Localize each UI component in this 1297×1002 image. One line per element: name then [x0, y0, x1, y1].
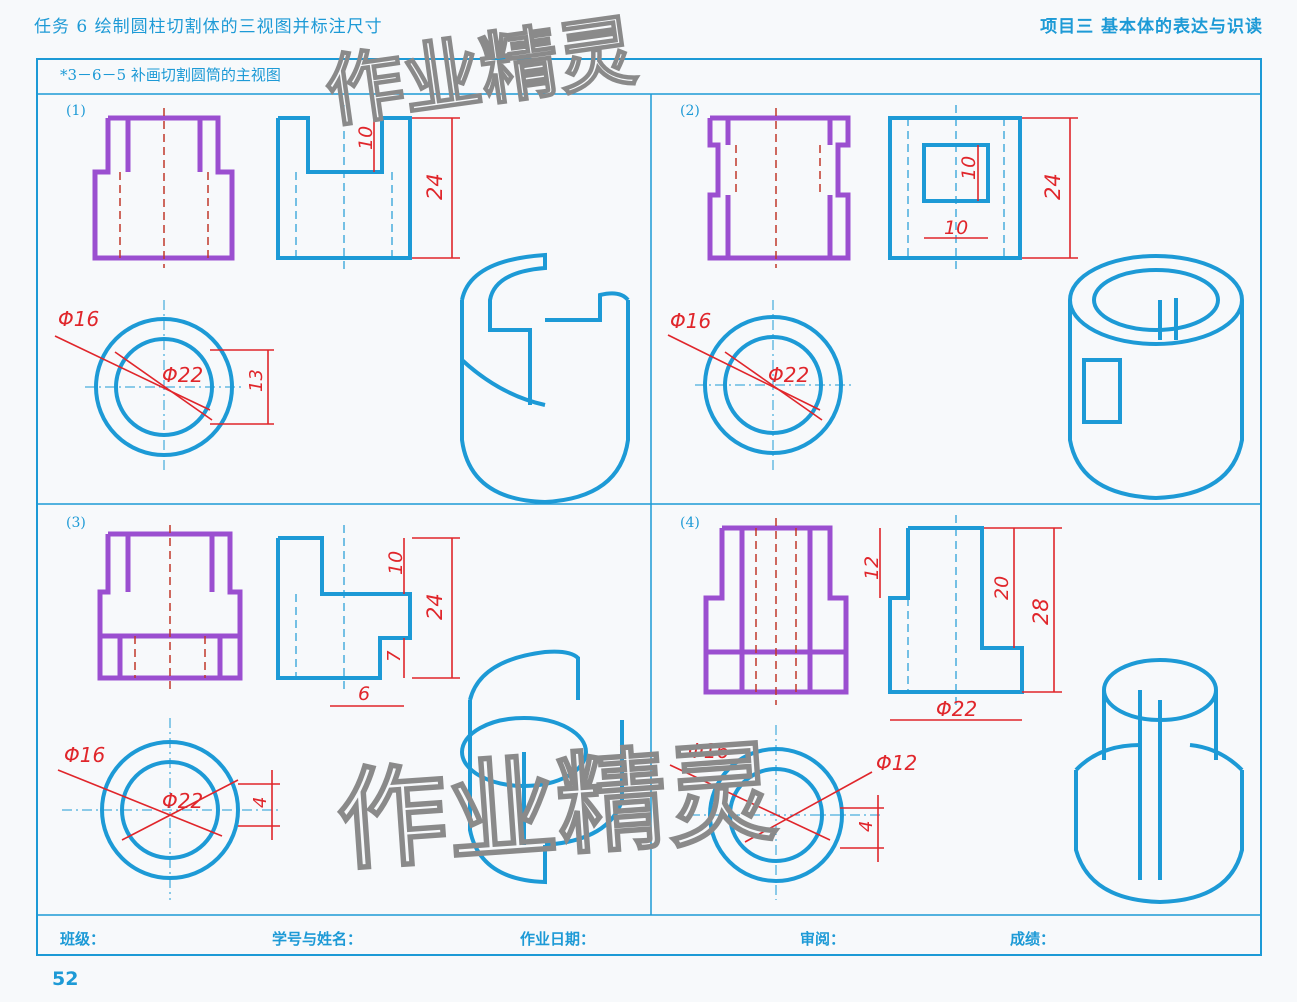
panel-4-label: (4): [680, 515, 700, 531]
exercise-title: *3－6－5 补画切割圆筒的主视图: [60, 66, 281, 84]
header-project-title: 项目三 基本体的表达与识读: [1040, 17, 1263, 37]
panel-3-drawing: 10 24 7 6 Φ16 Φ22 4: [57, 525, 624, 900]
footer-class-field: 班级：: [60, 930, 106, 948]
panel-2-label: (2): [680, 103, 700, 119]
panel-4-dim-4: 4: [856, 821, 877, 832]
panel-2-phi22: Φ22: [768, 363, 809, 387]
panel-1-phi22: Φ22: [162, 363, 203, 387]
panel-3-isometric: [460, 649, 624, 885]
panel-2-dim-win-height: 10: [958, 156, 980, 180]
panel-3-dim-6: 6: [358, 683, 370, 705]
panel-1-phi16: Φ16: [58, 307, 99, 331]
panel-1-label: (1): [66, 103, 86, 119]
panel-3-label: (3): [66, 515, 86, 531]
panel-3-dim-24: 24: [423, 593, 447, 620]
panel-3-dim-4: 4: [250, 797, 271, 808]
panel-3-dim-10: 10: [385, 551, 407, 575]
panel-1-dim-13: 13: [246, 369, 267, 392]
page-number: 52: [52, 968, 79, 990]
panel-4-phi16: Φ16: [688, 739, 729, 763]
footer-score-field: 成绩：: [1010, 930, 1056, 948]
footer-date-field: 作业日期：: [520, 930, 596, 948]
panel-3-side-view: [276, 536, 412, 680]
panel-4-phi22-side: Φ22: [936, 697, 977, 721]
panel-2-isometric: [1068, 254, 1244, 501]
panel-grid: [38, 93, 1260, 916]
panel-3-phi22: Φ22: [162, 789, 203, 813]
panel-1-dim-24: 24: [423, 173, 447, 200]
panel-1-dim-10: 10: [355, 126, 377, 150]
panel-1-drawing: 10 24 Φ16 Φ22 13: [54, 105, 630, 505]
panel-1-isometric: [460, 252, 630, 505]
panel-3-dim-7: 7: [384, 650, 405, 662]
panel-4-isometric: [1074, 658, 1244, 905]
panel-4-phi12: Φ12: [876, 751, 917, 775]
panel-2-dim-win-width: 10: [944, 217, 968, 239]
panel-4-dim-20: 20: [991, 576, 1013, 600]
footer-student-field: 学号与姓名：: [272, 930, 363, 948]
panel-4-dim-28: 28: [1029, 598, 1053, 625]
watermark-top: 作业精灵: [320, 6, 642, 139]
panel-4-drawing: 12 20 28 Φ22 Φ16 Φ12 4: [669, 515, 1244, 905]
worksheet-frame: [36, 58, 1262, 956]
panel-4-dim-12: 12: [861, 556, 883, 580]
panel-2-front-view: [707, 115, 851, 261]
panel-2-phi16: Φ16: [670, 309, 711, 333]
watermark-bottom: 作业精灵: [333, 728, 781, 886]
panel-1-front-view: [92, 115, 235, 261]
panel-2-drawing: 10 10 24 Φ16 Φ22: [667, 105, 1244, 501]
panel-1-side-view: [276, 116, 412, 260]
panel-2-dim-24: 24: [1041, 173, 1065, 200]
footer-review-field: 审阅：: [800, 930, 846, 948]
header-task-title: 任务 6 绘制圆柱切割体的三视图并标注尺寸: [34, 17, 383, 37]
panel-3-phi16: Φ16: [64, 743, 105, 767]
